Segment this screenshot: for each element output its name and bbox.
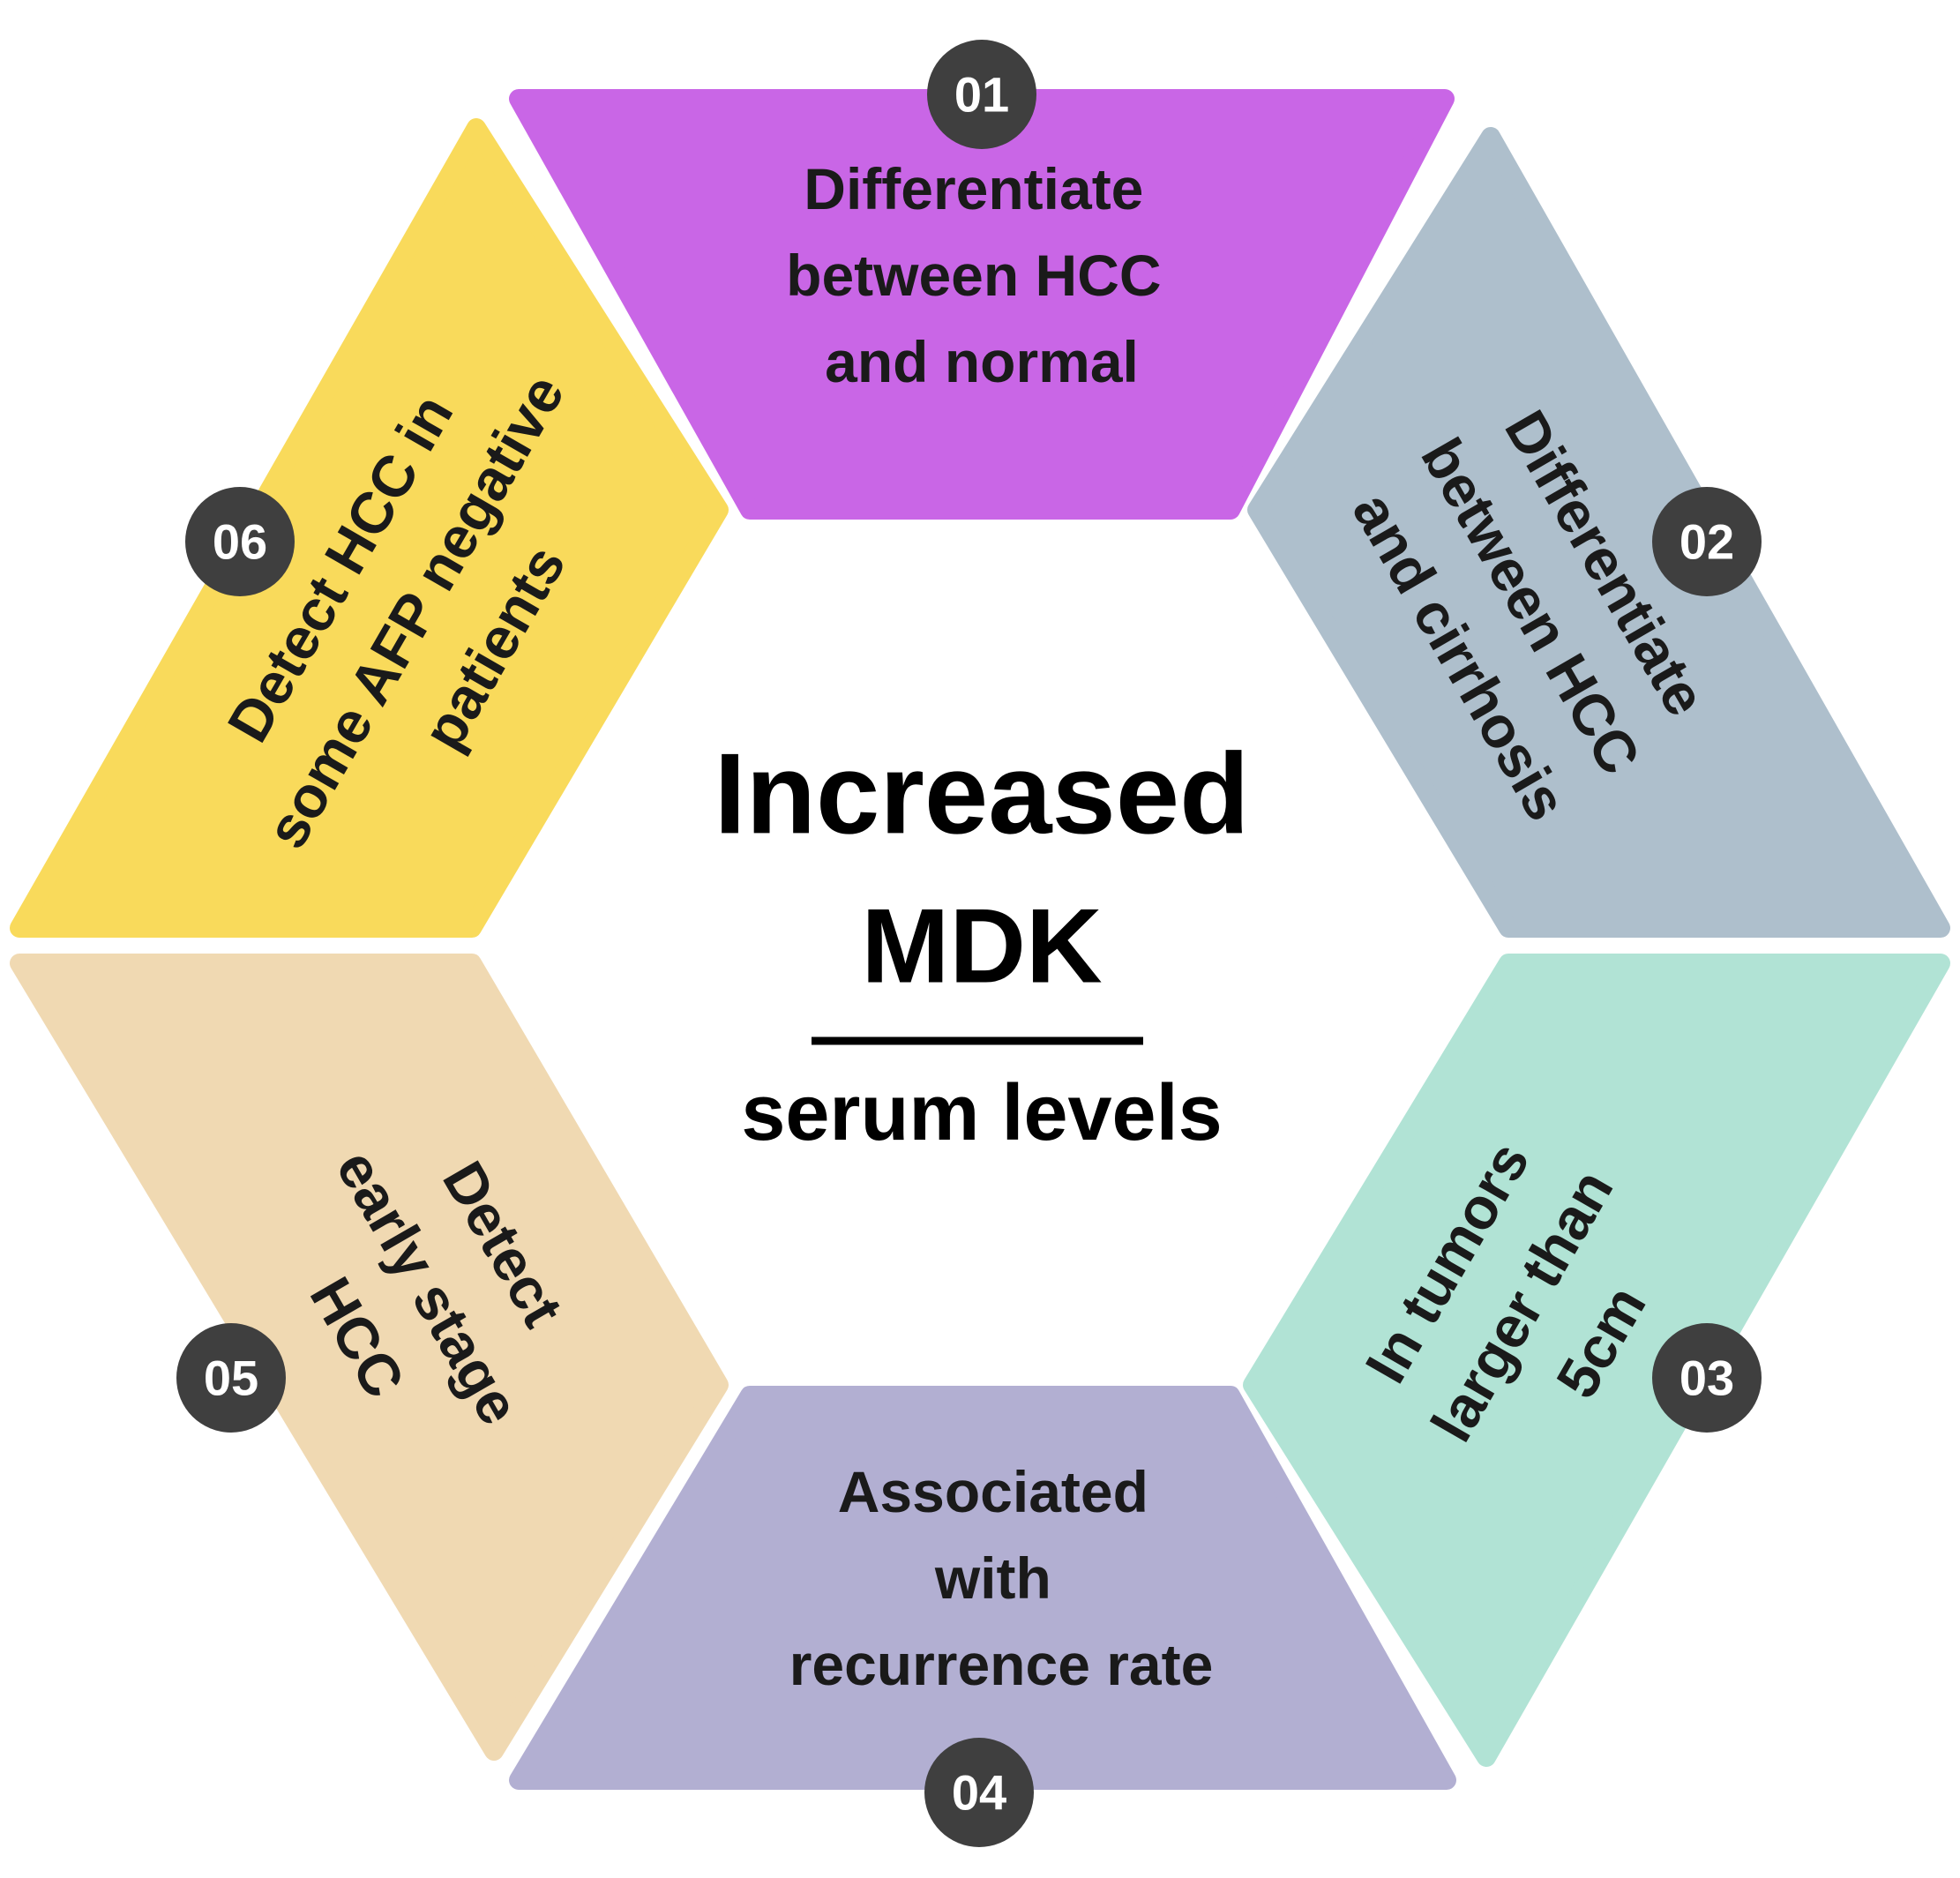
badge-03-circle — [1652, 1323, 1762, 1433]
segment-06-shape — [10, 118, 729, 938]
center-line-3: serum levels — [741, 1069, 1222, 1157]
badge-02: 02 — [1652, 487, 1762, 596]
segment-04-line-1: Associated — [838, 1459, 1148, 1524]
badge-01-label: 01 — [954, 67, 1009, 123]
badge-04-circle — [924, 1738, 1034, 1847]
badge-01: 01 — [927, 40, 1036, 149]
segment-03-shape — [1243, 954, 1950, 1767]
segment-01-shape — [509, 89, 1455, 520]
badge-06: 06 — [185, 487, 295, 596]
segment-05: Detect early stage HCC — [10, 954, 729, 1761]
badge-06-label: 06 — [213, 514, 267, 570]
segment-01-line-3: and normal — [825, 329, 1139, 394]
segment-01: Differentiate between HCC and normal — [509, 89, 1455, 520]
badge-05: 05 — [176, 1323, 286, 1433]
badge-02-label: 02 — [1679, 514, 1734, 570]
segment-02-shape — [1247, 127, 1950, 938]
segment-04-line-2: with — [934, 1545, 1051, 1611]
segment-04-shape — [509, 1386, 1456, 1790]
badge-04: 04 — [924, 1738, 1034, 1847]
badge-05-label: 05 — [204, 1351, 258, 1406]
segment-01-line-1: Differentiate — [804, 156, 1143, 221]
badge-05-circle — [176, 1323, 286, 1433]
badge-02-circle — [1652, 487, 1762, 596]
center-line-1: Increased — [714, 729, 1249, 857]
segment-02: Differentiate between HCC and cirrhosis — [1247, 127, 1950, 938]
segment-03: In tumors larger than 5cm — [1243, 954, 1950, 1767]
badge-03: 03 — [1652, 1323, 1762, 1433]
badge-01-circle — [927, 40, 1036, 149]
segment-04: Associated with recurrence rate — [509, 1386, 1456, 1790]
segment-04-text: Associated with recurrence rate — [789, 1459, 1214, 1697]
badge-03-label: 03 — [1679, 1351, 1734, 1406]
segment-01-line-2: between HCC — [786, 243, 1161, 308]
segment-01-text: Differentiate between HCC and normal — [786, 156, 1178, 394]
center-line-2: MDK — [861, 887, 1102, 1006]
segment-04-line-3: recurrence rate — [789, 1632, 1214, 1697]
badge-04-label: 04 — [952, 1765, 1006, 1821]
segment-05-shape — [10, 954, 729, 1761]
badge-06-circle — [185, 487, 295, 596]
center-label: Increased MDK serum levels — [714, 729, 1249, 1156]
